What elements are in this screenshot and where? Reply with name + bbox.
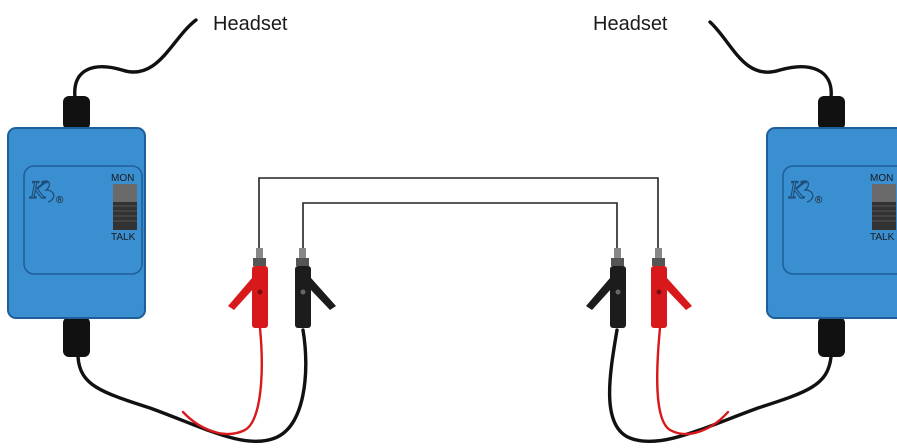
- headset-cable-right: [708, 20, 833, 100]
- lead-cable-red-left: [181, 326, 263, 436]
- switch-knob-right: [872, 184, 896, 202]
- alligator-clip-black-right[interactable]: [586, 248, 626, 328]
- switch-label-talk-left: TALK: [111, 232, 136, 243]
- test-set-left: K ® MON TALK: [7, 96, 146, 357]
- test-set-right: K ® MON TALK: [766, 96, 897, 357]
- brand-logo-mark-right: [800, 180, 814, 203]
- inner-wire: [302, 202, 618, 252]
- brand-logo-left: K: [29, 179, 48, 204]
- lead-cable-black-right: [607, 328, 833, 444]
- brand-logo-right: K: [788, 179, 807, 204]
- outer-wire: [258, 177, 659, 252]
- headset-cable-left: [73, 18, 198, 100]
- alligator-clip-black-left[interactable]: [295, 248, 336, 328]
- headset-label-right: Headset: [593, 13, 668, 35]
- switch-ridges-right: [872, 205, 896, 222]
- lead-cable-red-right: [655, 326, 730, 436]
- front-panel-right: [782, 165, 897, 275]
- alligator-clip-red-left[interactable]: [228, 248, 268, 328]
- switch-knob-left: [113, 184, 137, 202]
- cable-strain-bottom-right: [818, 317, 845, 357]
- switch-ridges-left: [113, 205, 137, 222]
- headset-label-left: Headset: [213, 13, 288, 35]
- lead-cable-black-left: [76, 328, 308, 444]
- switch-label-mon-right: MON: [870, 173, 893, 184]
- connection-wires: [258, 177, 659, 252]
- cable-strain-top-right: [818, 96, 845, 130]
- cable-strain-bottom-left: [63, 317, 90, 357]
- cable-strain-top-left: [63, 96, 90, 130]
- alligator-clip-red-right[interactable]: [651, 248, 692, 328]
- switch-label-mon-left: MON: [111, 173, 134, 184]
- unit-housing-right: [766, 127, 897, 319]
- front-panel-left: [23, 165, 143, 275]
- registered-mark-left: ®: [56, 195, 64, 206]
- registered-mark-right: ®: [815, 195, 823, 206]
- unit-housing-left: [7, 127, 146, 319]
- switch-label-talk-right: TALK: [870, 232, 895, 243]
- brand-logo-mark-left: [41, 180, 55, 203]
